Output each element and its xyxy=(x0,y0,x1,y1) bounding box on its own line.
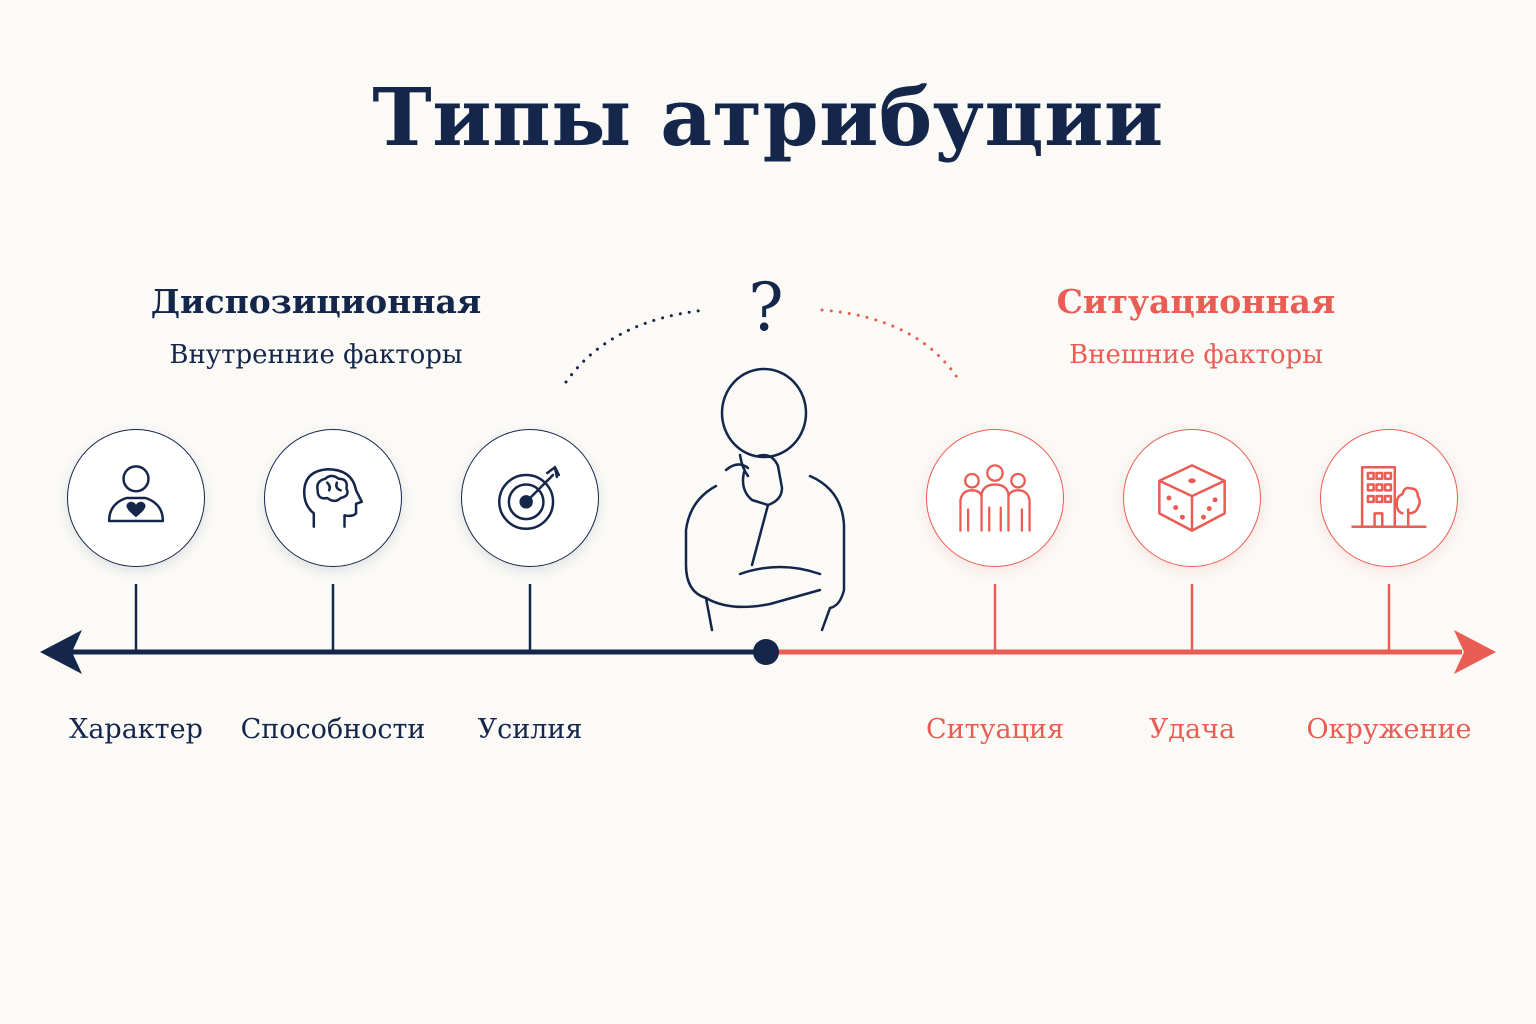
dispositional-connectors xyxy=(134,584,532,652)
label-effort: Усилия xyxy=(477,714,583,745)
situation-circle xyxy=(926,429,1064,567)
dispositional-heading: Диспозиционная xyxy=(150,282,482,321)
effort-circle xyxy=(461,429,599,567)
label-abilities: Способности xyxy=(240,714,426,745)
luck-circle xyxy=(1123,429,1261,567)
situational-subheading: Внешние факторы xyxy=(1069,340,1323,370)
situational-connectors xyxy=(993,584,1391,652)
diagram-title: Типы атрибуции xyxy=(372,70,1164,164)
left-arrowhead xyxy=(40,630,82,674)
abilities-circle xyxy=(264,429,402,567)
dotted-arc-left xyxy=(564,308,708,384)
head-brain-icon xyxy=(302,467,364,529)
right-arrowhead xyxy=(1454,630,1496,674)
dotted-arc-right xyxy=(820,308,962,384)
label-situation: Ситуация xyxy=(926,714,1064,745)
dice-icon xyxy=(1158,464,1226,532)
group-people-icon xyxy=(959,464,1031,532)
character-circle xyxy=(67,429,205,567)
axis-center-dot xyxy=(753,639,779,665)
building-tree-icon xyxy=(1351,466,1427,529)
label-environment: Окружение xyxy=(1306,714,1472,745)
environment-circle xyxy=(1320,429,1458,567)
dispositional-subheading: Внутренние факторы xyxy=(169,340,463,370)
label-character: Характер xyxy=(69,714,203,745)
label-luck: Удача xyxy=(1148,714,1236,745)
target-arrow-icon xyxy=(498,465,561,530)
situational-heading: Ситуационная xyxy=(1056,282,1336,321)
thinking-person-icon xyxy=(684,367,846,632)
question-mark: ? xyxy=(748,269,783,346)
person-heart-icon xyxy=(107,465,165,523)
